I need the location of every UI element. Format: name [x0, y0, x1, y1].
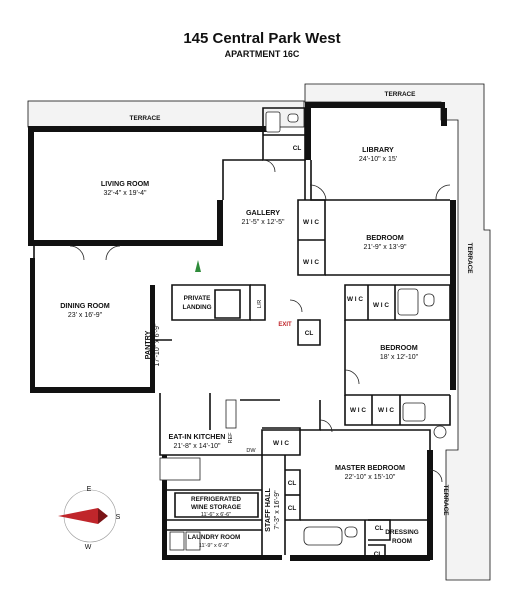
compass-needle-icon — [58, 508, 98, 524]
bathtub-icon — [303, 526, 343, 546]
terrace-top-right-label: TERRACE — [385, 91, 417, 98]
lr-label: L/R — [257, 300, 263, 309]
gallery-name: GALLERY — [246, 208, 280, 217]
compass-needle-tail-icon — [98, 508, 108, 524]
wic-label: W I C — [350, 407, 366, 414]
private-landing-line1: PRIVATE — [184, 295, 211, 302]
door-swings — [69, 159, 451, 483]
wic-label: W I C — [373, 302, 389, 309]
living-room-name: LIVING ROOM — [101, 179, 149, 188]
closet-labels: W I C W I C W I C W I C W I C W I C W I … — [228, 145, 394, 558]
terrace-right — [304, 83, 491, 581]
wic-label: W I C — [378, 407, 394, 414]
laundry-room-name: LAUNDRY ROOM — [188, 534, 241, 541]
elevator-arrow-icon — [195, 260, 201, 272]
interior-walls — [33, 107, 451, 560]
wic-label: W I C — [303, 219, 319, 226]
eat-in-kitchen-name: EAT-IN KITCHEN — [169, 432, 226, 441]
bedroom-1-name: BEDROOM — [366, 233, 404, 242]
shower-icon — [433, 425, 447, 439]
terrace-top-left-label: TERRACE — [130, 115, 162, 122]
wine-storage-line1: REFRIGERATED — [191, 496, 241, 503]
exit-label: EXIT — [278, 322, 292, 328]
compass-east-label: E — [87, 486, 92, 493]
compass-south-label: S — [116, 514, 121, 521]
compass-west-label: W — [85, 544, 92, 551]
bedroom-2-name: BEDROOM — [380, 343, 418, 352]
staff-hall-name: STAFF HALL — [263, 488, 272, 532]
outer-walls — [28, 102, 456, 561]
wic-label: W I C — [273, 440, 289, 447]
bedroom-2-dims: 18' x 12'-10" — [380, 354, 419, 361]
dressing-room-line2: ROOM — [392, 538, 412, 545]
toilet-icon — [344, 526, 358, 538]
toilet-icon — [287, 113, 299, 123]
dryer-icon — [185, 531, 201, 551]
closet-label: CL — [374, 551, 383, 558]
closet-label: CL — [293, 145, 302, 152]
private-landing-line2: LANDING — [182, 304, 211, 311]
staff-hall-dims: 7'-3" x 16'-9" — [274, 490, 281, 530]
pantry-name: PANTRY — [143, 330, 152, 359]
ref-label: REF — [228, 432, 234, 444]
closet-label: CL — [288, 505, 297, 512]
bathtub-icon — [265, 111, 281, 133]
library-name: LIBRARY — [362, 145, 394, 154]
counter-icon — [225, 399, 237, 429]
wic-label: W I C — [347, 296, 363, 303]
fixtures — [159, 111, 447, 551]
bedroom-1-dims: 21'-9" x 13'-9" — [363, 244, 407, 251]
living-room-dims: 32'-4" x 19'-4" — [103, 190, 147, 197]
page-subtitle: APARTMENT 16C — [225, 49, 300, 59]
eat-in-kitchen-dims: 21'-8" x 14'-10" — [174, 443, 221, 450]
terrace-bottom-right-label: TERRACE — [442, 485, 449, 517]
terrace-top-left — [27, 100, 305, 128]
dining-room-name: DINING ROOM — [60, 301, 110, 310]
closet-label: CL — [288, 480, 297, 487]
counter-icon — [159, 457, 201, 481]
master-bedroom-name: MASTER BEDROOM — [335, 463, 405, 472]
room-labels: TERRACE TERRACE TERRACE TERRACE LIVING R… — [60, 91, 473, 549]
bathtub-icon — [397, 288, 419, 316]
page-title: 145 Central Park West — [183, 30, 340, 47]
terraces — [27, 83, 491, 581]
bathtub-icon — [402, 402, 426, 422]
wine-storage-dims: 11'-6" x 6'-6" — [201, 512, 231, 518]
dw-label: DW — [246, 448, 256, 454]
laundry-room-dims: 11'-9" x 6'-9" — [199, 543, 229, 549]
compass: E S W — [58, 486, 121, 551]
toilet-icon — [423, 293, 435, 307]
library-dims: 24'-10" x 15' — [359, 156, 397, 163]
terrace-right-label: TERRACE — [466, 243, 473, 275]
dressing-room-line1: DRESSING — [385, 529, 418, 536]
closet-label: CL — [375, 525, 384, 532]
washer-icon — [169, 531, 185, 551]
dining-room-dims: 23' x 16'-9" — [68, 312, 103, 319]
gallery-dims: 21'-5" x 12'-5" — [241, 219, 285, 226]
closet-label: CL — [305, 330, 314, 337]
wine-storage-line2: WINE STORAGE — [191, 504, 242, 511]
master-bedroom-dims: 22'-10" x 15'-10" — [345, 474, 396, 481]
pantry-dims: 17'-10" x 6'-9" — [154, 323, 161, 367]
wic-label: W I C — [303, 259, 319, 266]
